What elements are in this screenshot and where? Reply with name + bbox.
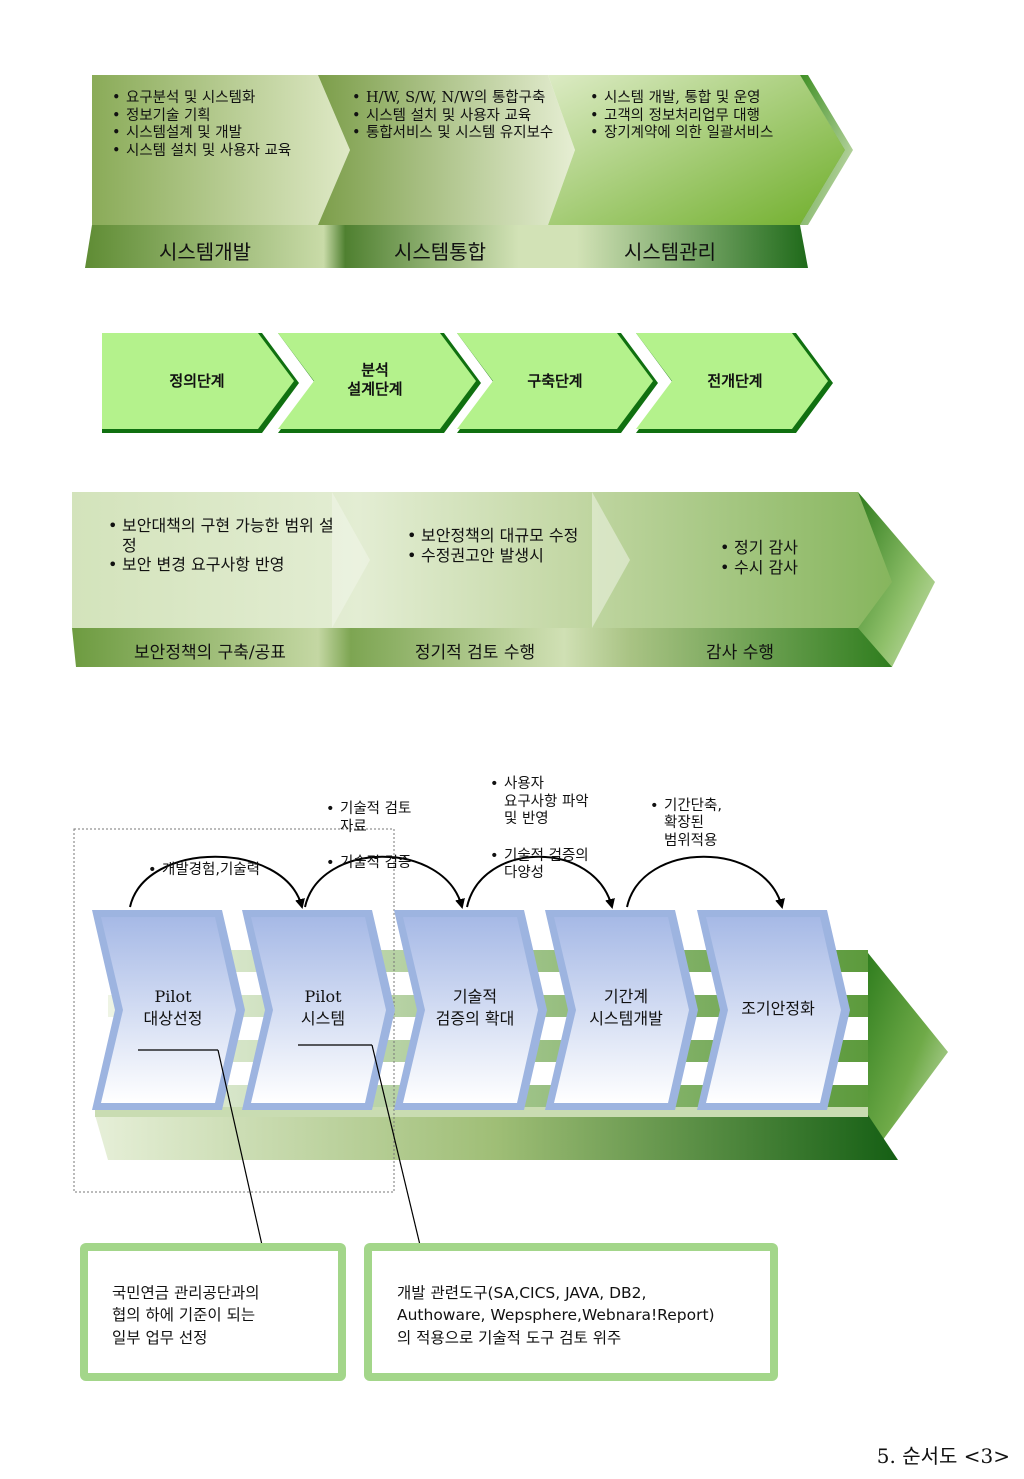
system-management-item: 장기계약에 의한 일괄서비스 — [590, 125, 793, 143]
step-tech-verification-expansion: 기술적 검증의 확대 — [435, 987, 515, 1028]
system-management-desc: 시스템 개발, 통합 및 운영 고객의 정보처리업무 대행 장기계약에 의한 일… — [588, 90, 793, 143]
annotation-item: 개발경험,기술력 — [148, 862, 346, 880]
system-integration-item: 시스템 설치 및 사용자 교육 — [352, 108, 555, 126]
system-dev-item: 요구분석 및 시스템화 — [112, 90, 325, 108]
callout-note-boxes — [80, 1243, 778, 1381]
system-management-item: 고객의 정보처리업무 대행 — [590, 108, 793, 126]
annotation-tech-verification: 사용자 요구사항 파악 및 반영 기술적 검증의 다양성 — [488, 739, 638, 920]
band-label-security-policy: 보안정책의 구축/공표 — [134, 643, 286, 663]
system-dev-item: 시스템설계 및 개발 — [112, 125, 325, 143]
stage-build: 구축단계 — [527, 372, 583, 390]
step-core-system-dev: 기간계 시스템개발 — [589, 987, 663, 1028]
annotation-item: 사용자 요구사항 파악 및 반영 — [490, 776, 638, 829]
stage-analysis-design: 분석 설계단계 — [347, 361, 403, 398]
system-dev-desc: 요구분석 및 시스템화 정보기술 기획 시스템설계 및 개발 시스템 설치 및 … — [110, 90, 325, 161]
step-pilot-selection: Pilot 대상선정 — [143, 987, 203, 1028]
band-label-periodic-review: 정기적 검토 수행 — [414, 643, 536, 663]
periodic-review-desc: 보안정책의 대규모 수정 수정권고안 발생시 — [405, 526, 605, 565]
audit-item: 수시 감사 — [720, 558, 838, 578]
stage-deploy: 전개단계 — [707, 372, 763, 390]
annotation-pilot-selection: 개발경험,기술력 — [146, 843, 346, 898]
callout-leader-lines — [138, 1044, 421, 1246]
security-policy-item: 보안 변경 요구사항 반영 — [108, 555, 341, 575]
periodic-review-item: 보안정책의 대규모 수정 — [407, 526, 605, 546]
annotation-item: 기술적 검증 — [326, 855, 464, 873]
note-pilot-selection: 국민연금 관리공단과의 협의 하에 기준이 되는 일부 업무 선정 — [112, 1284, 260, 1347]
section2-stage-arrows — [102, 333, 833, 433]
band-label-system-dev: 시스템개발 — [159, 240, 251, 264]
system-integration-desc: H/W, S/W, N/W의 통합구축 시스템 설치 및 사용자 교육 통합서비… — [350, 90, 555, 143]
stage-definition: 정의단계 — [169, 372, 225, 390]
annotation-core-system: 기간단축, 확장된 범위적용 — [648, 779, 768, 869]
section3-chevron-arrow — [72, 492, 935, 667]
system-integration-item: H/W, S/W, N/W의 통합구축 — [352, 90, 555, 108]
audit-item: 정기 감사 — [720, 538, 838, 558]
figure-caption: 5. 순서도 <3> — [876, 1444, 1010, 1468]
step-pilot-system: Pilot 시스템 — [300, 987, 346, 1028]
system-management-item: 시스템 개발, 통합 및 운영 — [590, 90, 793, 108]
security-policy-item: 보안대책의 구현 가능한 범위 설정 — [108, 516, 341, 555]
system-dev-item: 시스템 설치 및 사용자 교육 — [112, 143, 325, 161]
band-label-system-integration: 시스템통합 — [394, 240, 486, 264]
annotation-pilot-system: 기술적 검토 자료 기술적 검증 — [324, 764, 464, 910]
periodic-review-item: 수정권고안 발생시 — [407, 546, 605, 566]
annotation-item: 기술적 검토 자료 — [326, 801, 464, 836]
step-early-stabilization: 조기안정화 — [741, 999, 815, 1018]
annotation-item: 기간단축, 확장된 범위적용 — [650, 798, 768, 851]
band-label-audit: 감사 수행 — [706, 643, 774, 663]
security-policy-desc: 보안대책의 구현 가능한 범위 설정 보안 변경 요구사항 반영 — [106, 516, 341, 575]
band-label-system-management: 시스템관리 — [624, 240, 716, 264]
process-step-chevrons — [92, 910, 850, 1110]
system-dev-item: 정보기술 기획 — [112, 108, 325, 126]
system-integration-item: 통합서비스 및 시스템 유지보수 — [352, 125, 555, 143]
annotation-item: 기술적 검증의 다양성 — [490, 848, 638, 883]
note-pilot-system: 개발 관련도구(SA,CICS, JAVA, DB2, Authoware, W… — [397, 1284, 715, 1347]
audit-desc: 정기 감사 수시 감사 — [718, 538, 838, 577]
